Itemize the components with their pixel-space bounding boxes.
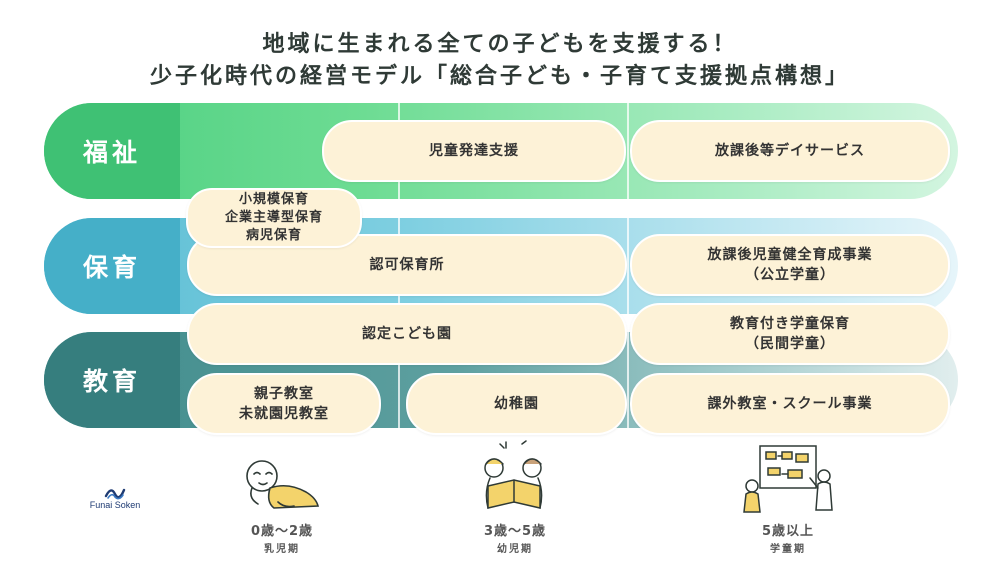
service-nintei-kodomoen: 認定こども園: [187, 303, 627, 365]
service-houkago-jidou: 放課後児童健全育成事業 （公立学童）: [630, 234, 950, 296]
service-jido-hattatsu: 児童発達支援: [322, 120, 626, 182]
age-period-toddler: 幼児期: [497, 544, 533, 555]
age-toddler: 3歳～5歳 幼児期: [445, 520, 585, 555]
age-period-infant: 乳児期: [264, 544, 300, 555]
age-school: 5歳以上 学童期: [718, 520, 858, 555]
age-period-school: 学童期: [770, 544, 806, 555]
band-label-welfare: 福祉: [44, 103, 180, 199]
students-board-icon: [743, 445, 833, 513]
children-reading-icon: [484, 440, 543, 509]
age-range-school: 5歳以上: [761, 524, 815, 539]
wave-logo-icon: [104, 488, 126, 500]
service-youchien: 幼稚園: [406, 373, 627, 435]
band-label-childcare: 保育: [44, 218, 180, 314]
funai-soken-logo: Funai Soken: [80, 484, 150, 510]
service-oyako-kyoushitsu: 親子教室 未就園児教室: [187, 373, 381, 435]
logo-text: Funai Soken: [89, 500, 141, 510]
baby-icon: [246, 460, 320, 509]
service-kagai-kyoushitsu: 課外教室・スクール事業: [630, 373, 950, 435]
band-label-education: 教育: [44, 332, 180, 428]
age-range-toddler: 3歳～5歳: [483, 524, 547, 539]
service-houkago-day: 放課後等デイサービス: [630, 120, 950, 182]
title-line-2: 少子化時代の経営モデル「総合子ども・子育て支援拠点構想」: [149, 64, 850, 89]
title-line-1: 地域に生まれる全ての子どもを支援する！: [262, 32, 738, 57]
service-kyouiku-gakudou: 教育付き学童保育 （民間学童）: [630, 303, 950, 365]
service-shokibo-hoiku: 小規模保育 企業主導型保育 病児保育: [186, 188, 362, 248]
age-range-infant: 0歳～2歳: [250, 524, 314, 539]
age-infant: 0歳～2歳 乳児期: [212, 520, 352, 555]
column-divider-2: [627, 103, 629, 429]
